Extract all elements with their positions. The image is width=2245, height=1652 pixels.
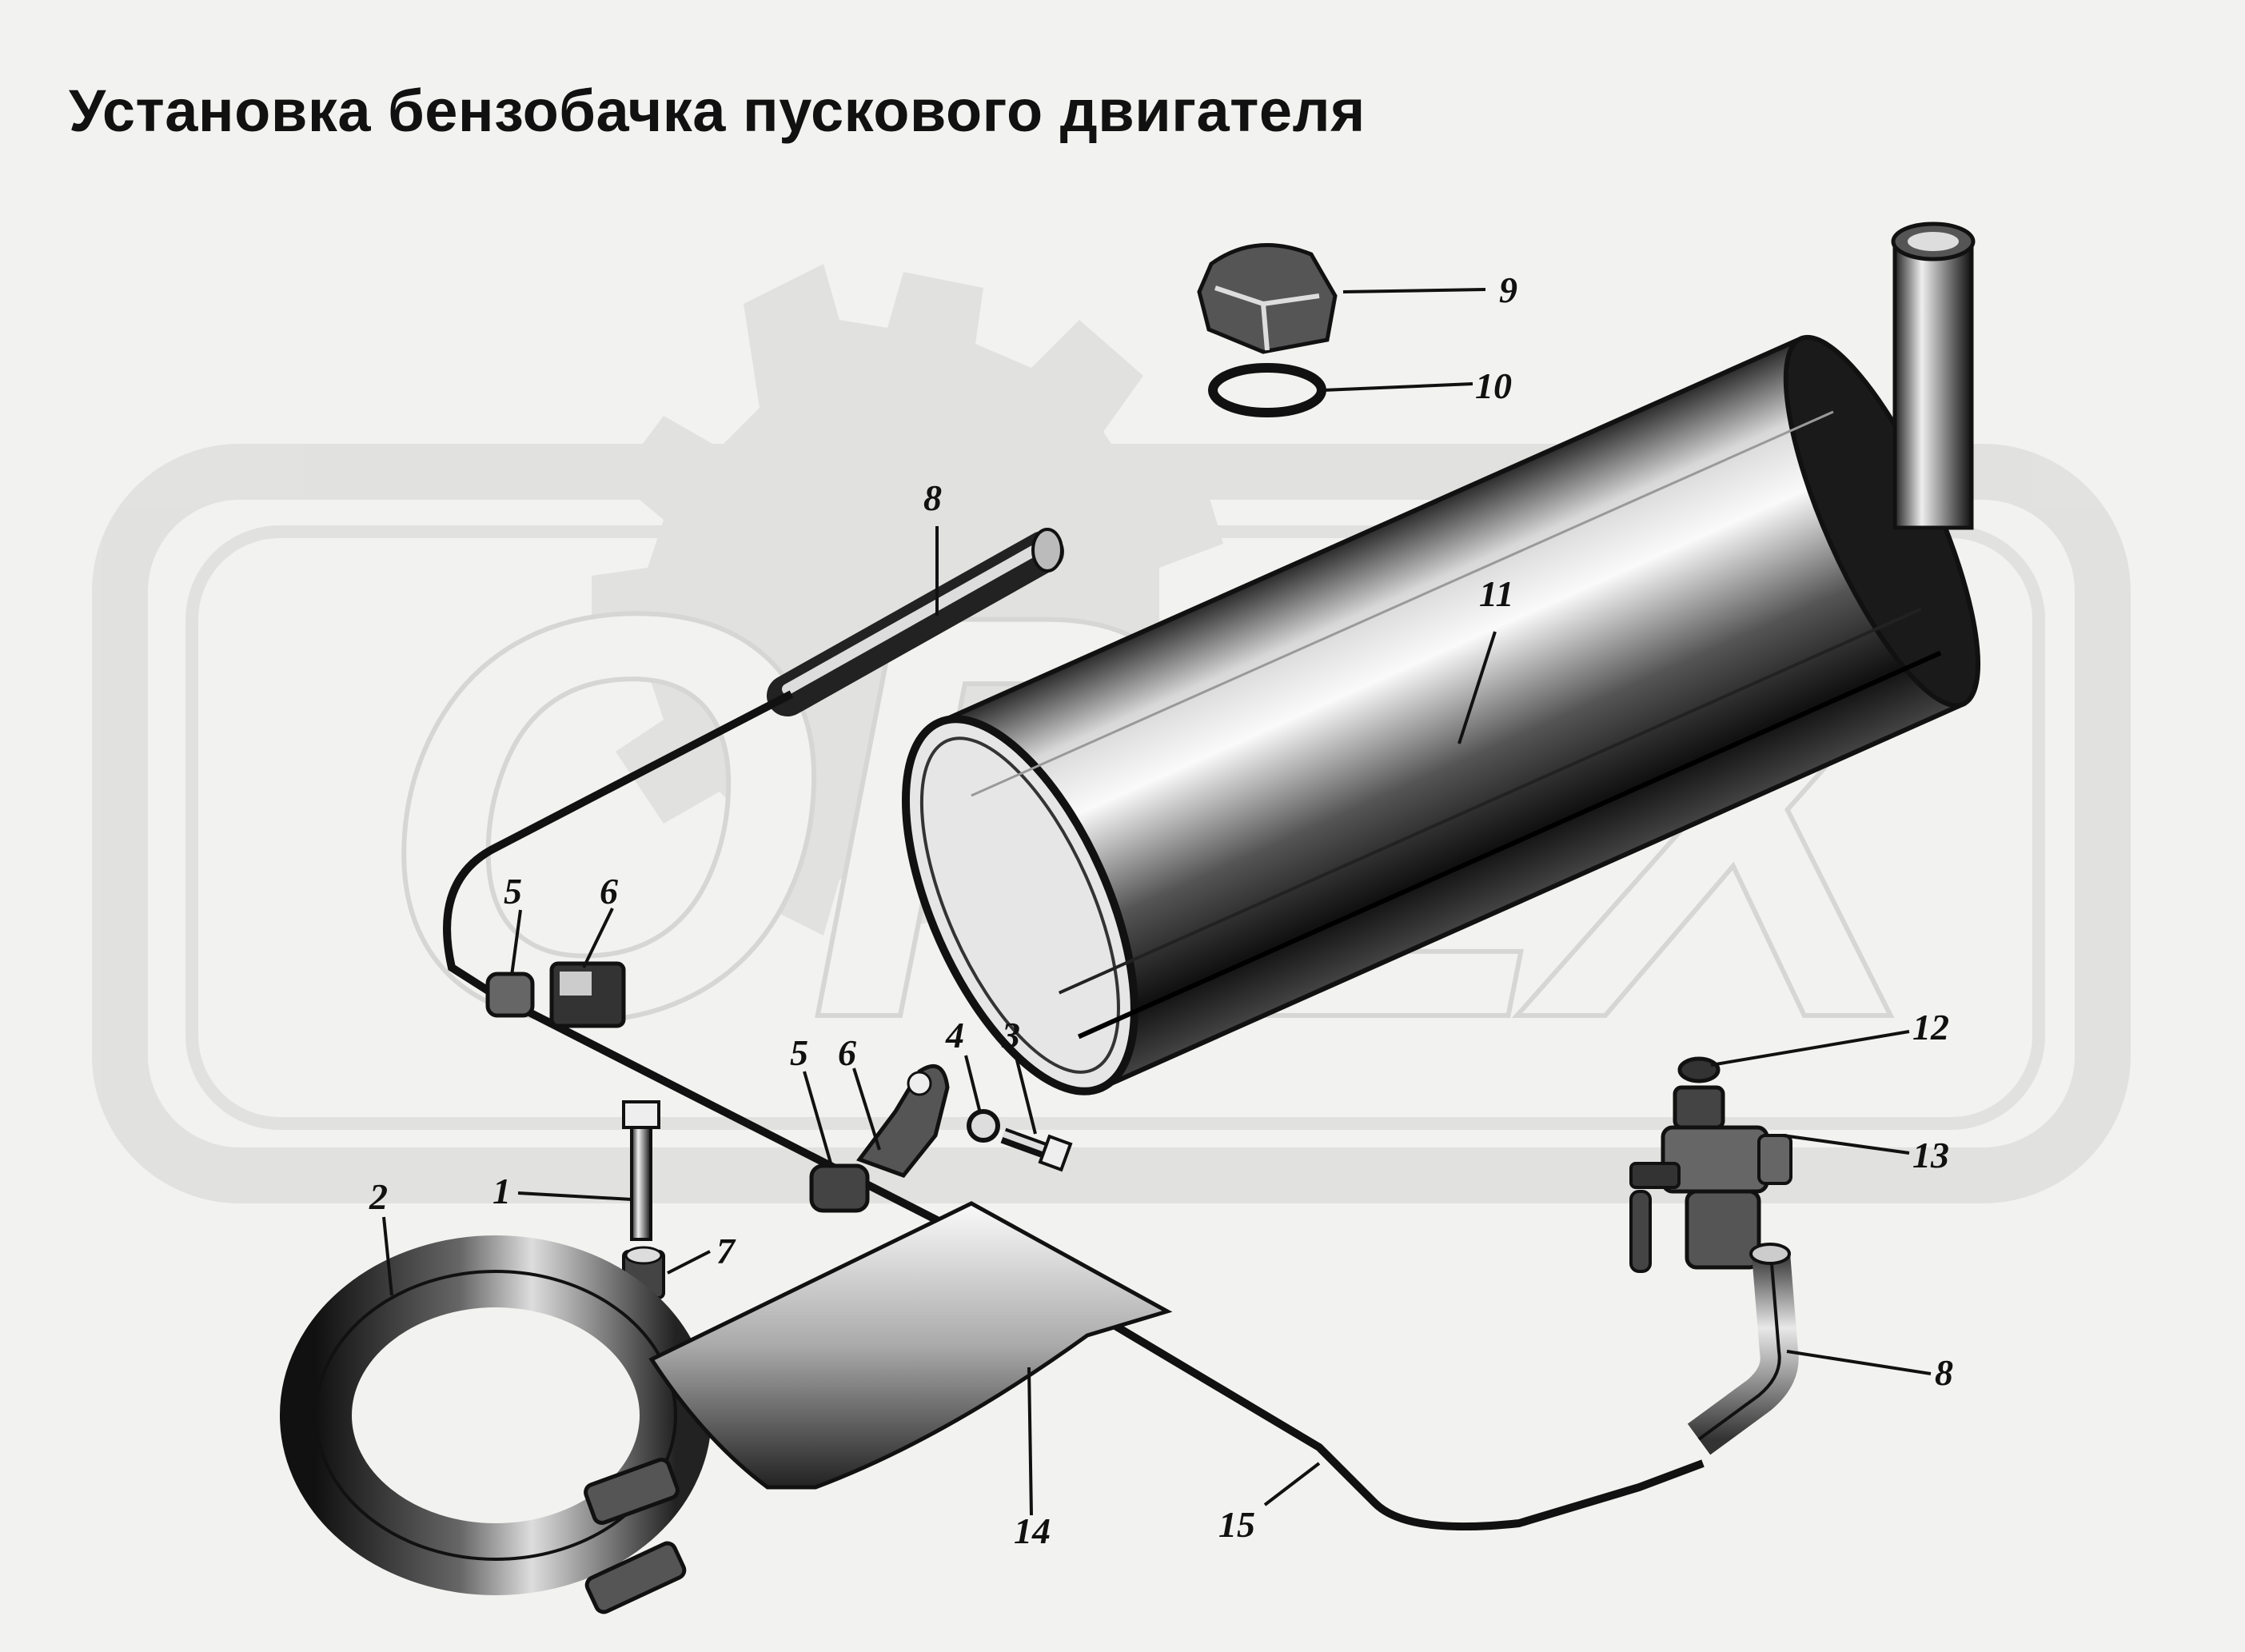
callout-3: 3 xyxy=(1001,1015,1020,1055)
callout-4: 4 xyxy=(945,1015,964,1055)
fuel-pipe-15 xyxy=(941,1219,1705,1531)
clamp-band xyxy=(280,1235,712,1614)
callout-7: 7 xyxy=(716,1231,736,1271)
callout-6-upper: 6 xyxy=(600,871,618,912)
small-bolt xyxy=(1000,1127,1073,1172)
callout-15: 15 xyxy=(1218,1504,1255,1545)
callout-5-lower: 5 xyxy=(790,1032,808,1073)
fuel-tank xyxy=(901,221,1981,1095)
callout-2: 2 xyxy=(369,1176,388,1217)
sealing-washer xyxy=(1208,363,1326,417)
callout-9: 9 xyxy=(1499,269,1517,310)
cap-nut xyxy=(1197,242,1338,354)
leader-lines xyxy=(382,288,1932,1516)
valve-gasket xyxy=(1677,1056,1721,1083)
part-callouts: 9 10 8 11 5 6 5 6 4 3 1 2 7 12 13 8 14 1… xyxy=(369,269,1953,1551)
fuel-valve xyxy=(1629,1085,1792,1273)
callout-8-upper: 8 xyxy=(923,477,942,518)
pipe-clip-upper xyxy=(485,961,626,1028)
callout-6-lower: 6 xyxy=(838,1032,856,1073)
fuel-line-upper xyxy=(443,690,794,1000)
callout-5-upper: 5 xyxy=(504,871,522,912)
callout-12: 12 xyxy=(1912,1007,1949,1047)
callout-8-lower: 8 xyxy=(1935,1352,1953,1393)
tank-pad xyxy=(648,1201,1173,1490)
page-title: Установка бензобачка пускового двигателя xyxy=(69,78,1366,144)
callout-11: 11 xyxy=(1479,573,1513,614)
small-washer xyxy=(967,1109,1000,1143)
callout-14: 14 xyxy=(1014,1510,1051,1551)
callout-10: 10 xyxy=(1475,365,1512,406)
callout-13: 13 xyxy=(1912,1135,1949,1175)
lower-fuel-hose xyxy=(1687,1243,1799,1455)
pipe-clip-lower xyxy=(809,1063,950,1213)
upper-fuel-hose xyxy=(767,528,1064,716)
bolt xyxy=(622,1100,660,1241)
fuel-line-middle xyxy=(525,1008,946,1227)
callout-1: 1 xyxy=(492,1171,511,1211)
